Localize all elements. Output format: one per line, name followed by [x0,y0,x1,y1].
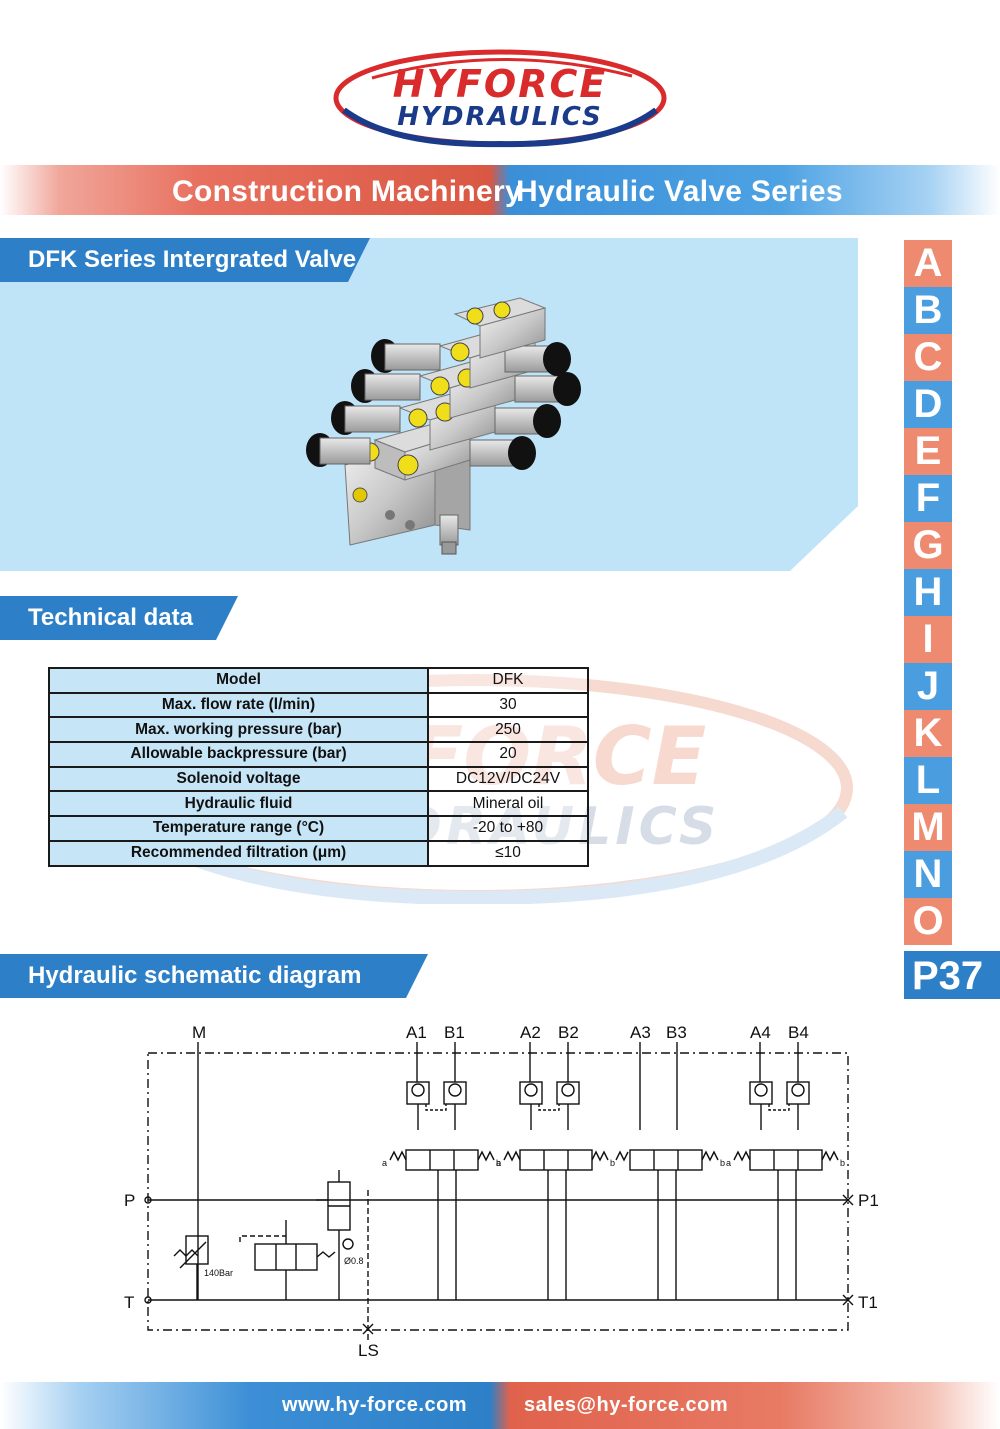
index-tab-d[interactable]: D [904,381,952,428]
port-label-t1: T1 [858,1293,878,1312]
solenoid-a-label-1: a [382,1158,387,1168]
product-section-title: DFK Series Intergrated Valve [28,246,357,273]
solenoid-a-label-2: a [496,1158,501,1168]
index-tab-k[interactable]: K [904,710,952,757]
port-label-a4: A4 [750,1023,771,1042]
port-label-b2: B2 [558,1023,579,1042]
row-label: Recommended filtration (μm) [48,839,429,867]
port-label-t: T [124,1293,134,1312]
port-label-ls: LS [358,1341,379,1360]
row-value: 30 [427,691,589,719]
technical-data-table: Model DFK Max. flow rate (l/min) 30 Max.… [48,667,589,867]
port-label-a3: A3 [630,1023,651,1042]
port-label-b1: B1 [444,1023,465,1042]
port-label-b4: B4 [788,1023,809,1042]
index-tab-b[interactable]: B [904,287,952,334]
relief-setting-label: 140Bar [204,1268,233,1278]
row-value: DFK [427,667,589,694]
row-label: Hydraulic fluid [48,790,429,818]
series-title-left: Construction Machinery [172,175,522,208]
row-value: Mineral oil [427,790,589,818]
index-tab-f[interactable]: F [904,475,952,522]
table-row: Solenoid voltage DC12V/DC24V [48,765,589,793]
solenoid-b-label-2: b [610,1158,615,1168]
index-tab-m[interactable]: M [904,804,952,851]
table-row: Max. flow rate (l/min) 30 [48,691,589,719]
logo-text-hydraulics: HYDRAULICS [397,102,603,132]
port-label-p: P [124,1191,135,1210]
index-tab-i[interactable]: I [904,616,952,663]
table-row: Recommended filtration (μm) ≤10 [48,839,589,867]
index-tab-n[interactable]: N [904,851,952,898]
table-row: Model DFK [48,667,589,694]
solenoid-b-label-3: b [720,1158,725,1168]
port-label-a2: A2 [520,1023,541,1042]
solenoid-b-label-1: b [496,1158,501,1168]
index-tab-o[interactable]: O [904,898,952,945]
table-row: Allowable backpressure (bar) 20 [48,741,589,768]
product-section-header: DFK Series Intergrated Valve [0,238,370,282]
index-tab-a[interactable]: A [904,240,952,287]
index-tab-e[interactable]: E [904,428,952,475]
logo-ellipse [333,49,667,148]
schematic-section-title: Hydraulic schematic diagram [28,962,362,989]
technical-section-header: Technical data [0,596,238,640]
row-label: Temperature range (°C) [48,815,429,842]
table-row: Max. working pressure (bar) 250 [48,716,589,744]
row-value: ≤10 [427,839,589,867]
email-link[interactable]: sales@hy-force.com [524,1394,729,1416]
row-value: DC12V/DC24V [427,765,589,793]
index-tab-l[interactable]: L [904,757,952,804]
index-tab-c[interactable]: C [904,334,952,381]
logo-text-hyforce: HYFORCE [392,62,608,106]
series-title-right: Hydraulic Valve Series [516,175,843,208]
hydraulic-schematic: M P T P1 T1 LS A1 B1 A2 B2 A3 B3 A4 B4 1… [124,1023,879,1360]
series-banner: Construction Machinery Hydraulic Valve S… [0,165,1000,215]
row-label: Solenoid voltage [48,765,429,793]
row-value: -20 to +80 [427,815,589,842]
page-number-tab: P37 [904,951,1000,999]
table-row: Temperature range (°C) -20 to +80 [48,815,589,842]
port-label-m: M [192,1023,206,1042]
schematic-section-header: Hydraulic schematic diagram [0,954,428,998]
index-tab-g[interactable]: G [904,522,952,569]
row-label: Model [48,667,429,694]
row-label: Max. working pressure (bar) [48,716,429,744]
table-row: Hydraulic fluid Mineral oil [48,790,589,818]
website-link[interactable]: www.hy-force.com [282,1394,468,1416]
row-value: 250 [427,716,589,744]
index-tab-h[interactable]: H [904,569,952,616]
solenoid-a-label-4: a [726,1158,731,1168]
port-label-b3: B3 [666,1023,687,1042]
technical-section-title: Technical data [28,604,193,631]
company-logo: HYFORCE HYDRAULICS [332,48,668,148]
row-value: 20 [427,741,589,768]
port-label-a1: A1 [406,1023,427,1042]
index-tab-j[interactable]: J [904,663,952,710]
footer-bar: www.hy-force.com sales@hy-force.com [0,1382,1000,1429]
port-label-p1: P1 [858,1191,879,1210]
row-label: Max. flow rate (l/min) [48,691,429,719]
orifice-label: Ø0.8 [344,1256,364,1266]
valve-block-photo [290,290,590,570]
row-label: Allowable backpressure (bar) [48,741,429,768]
solenoid-b-label-4: b [840,1158,845,1168]
